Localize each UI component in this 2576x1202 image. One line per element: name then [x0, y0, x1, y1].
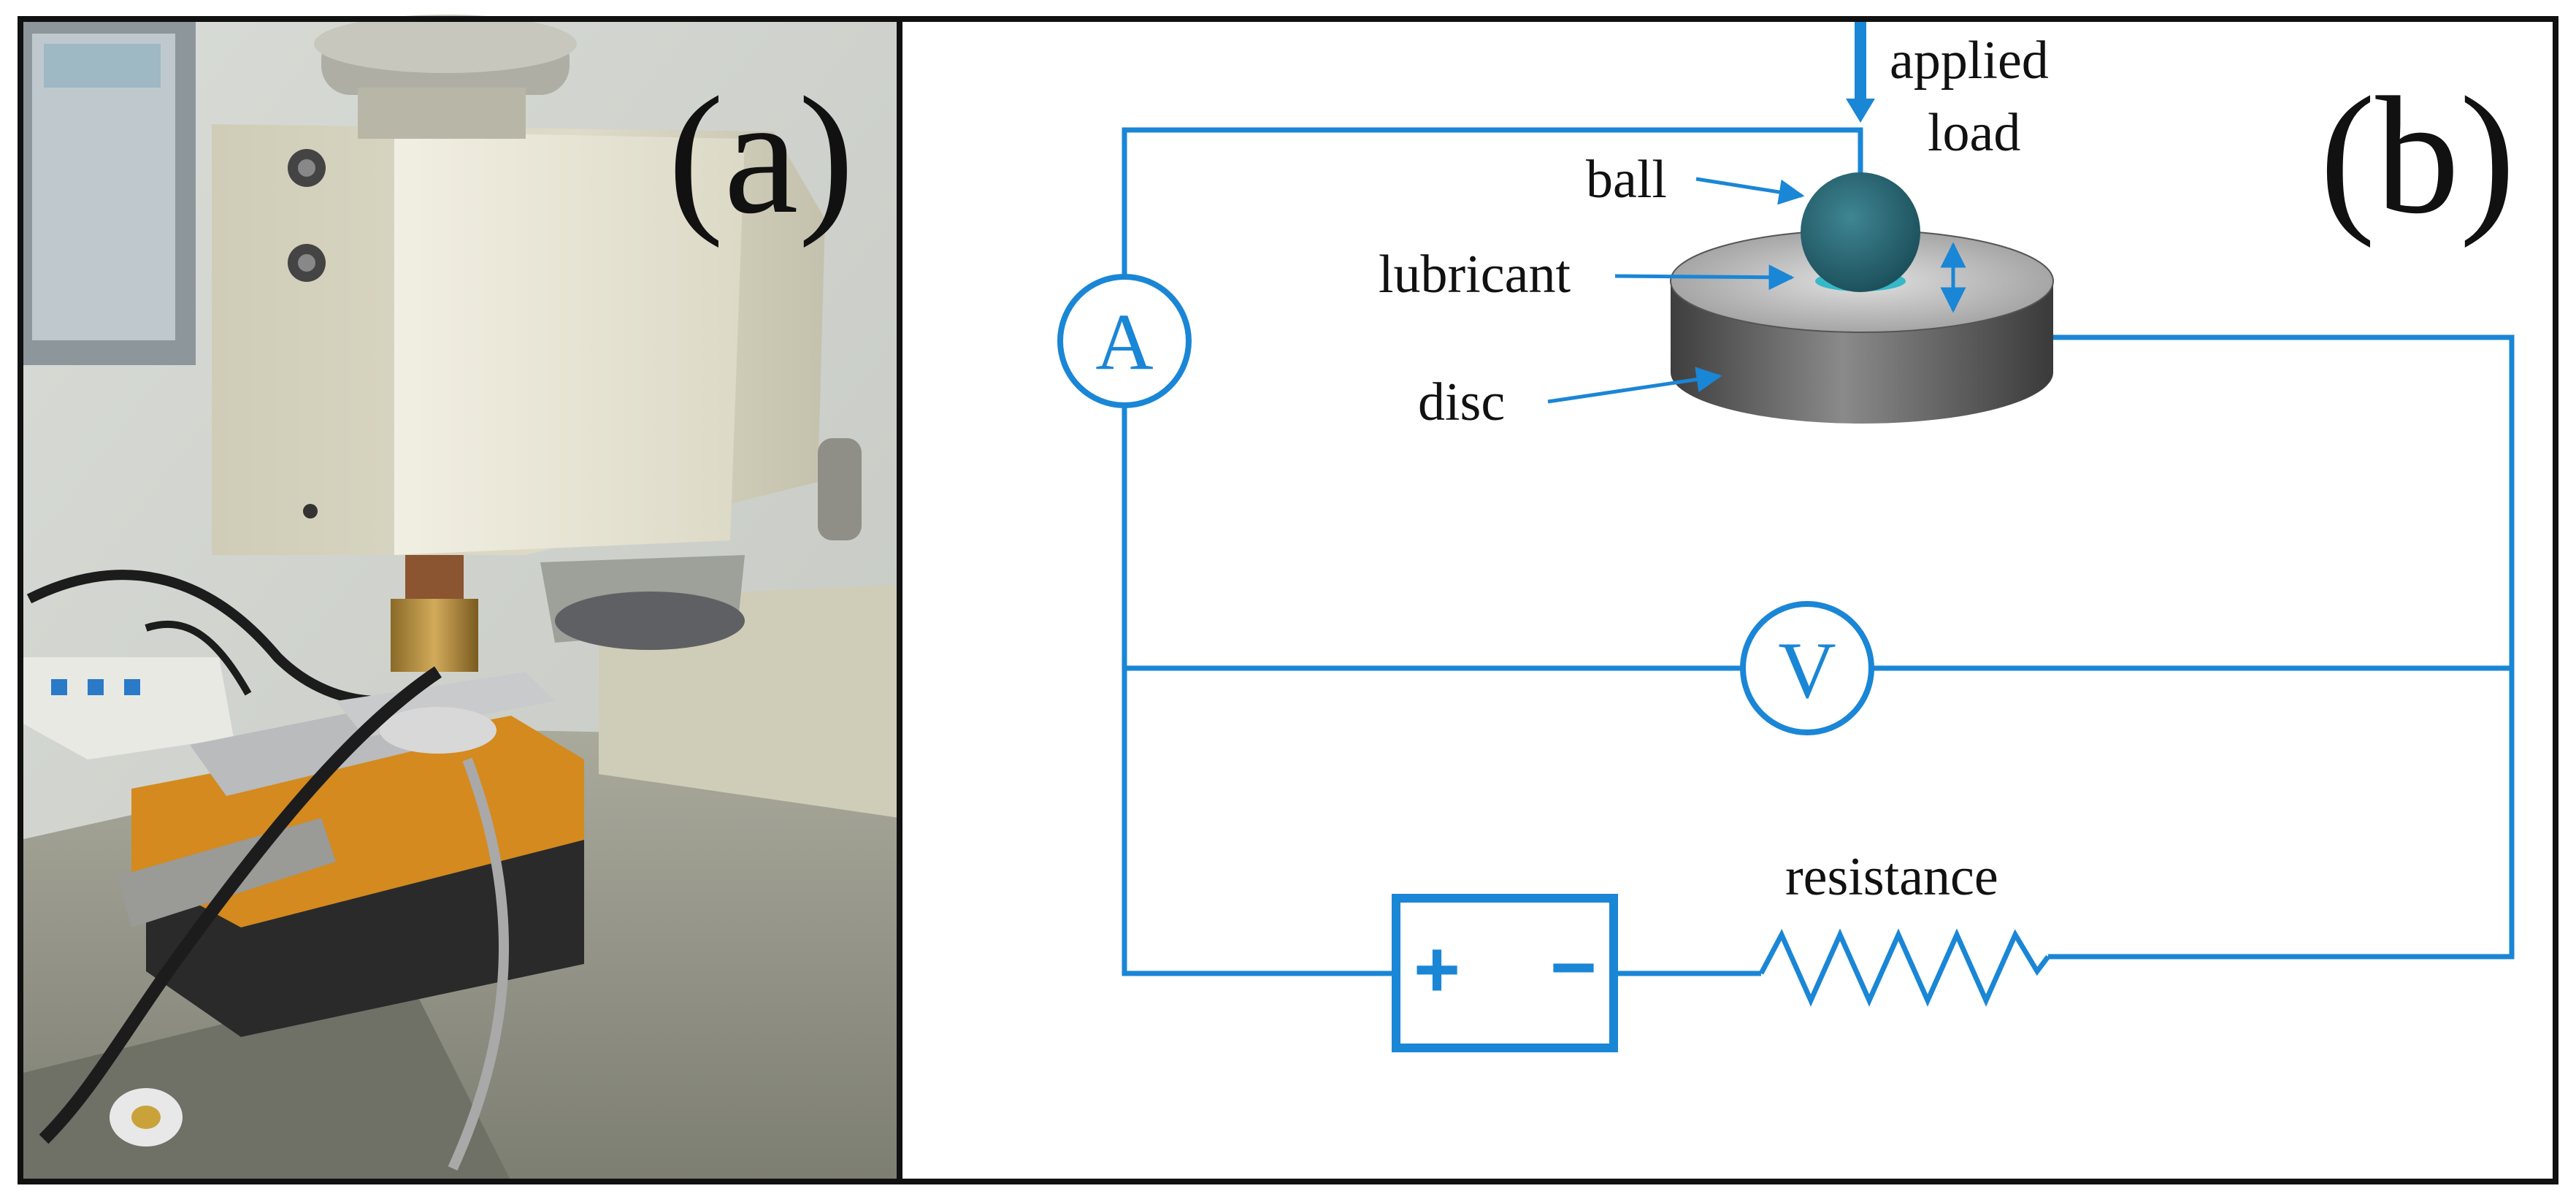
- disc-specimen: [380, 707, 497, 754]
- disc-pointer-arrow: [1547, 367, 1722, 404]
- handle: [117, 818, 336, 927]
- panel-a-label: (a): [668, 62, 854, 248]
- battery-minus: −: [1550, 922, 1597, 1012]
- disc-label: disc: [1418, 372, 1505, 432]
- voltmeter-label: V: [1778, 626, 1836, 715]
- spindle: [405, 555, 464, 606]
- figure-frame: [18, 16, 2558, 1184]
- resistance-label: resistance: [1785, 847, 1998, 907]
- circuit-wires: [1122, 127, 2515, 1007]
- applied-load-label-line2: load: [1928, 103, 2020, 163]
- resistor: [1758, 928, 2050, 1007]
- ball-holder: [391, 599, 478, 672]
- ball: [1801, 172, 1920, 292]
- ball-pointer-arrow: [1695, 177, 1805, 205]
- battery-plus: +: [1414, 925, 1460, 1014]
- side-knob: [818, 438, 862, 540]
- panel-a-photo: (a): [20, 15, 900, 1182]
- lubricant-label: lubricant: [1379, 245, 1571, 305]
- battery: + −: [1392, 894, 1618, 1052]
- power-strip: [22, 657, 234, 759]
- lubricant-pointer-arrow: [1614, 264, 1795, 291]
- ammeter-label: A: [1095, 297, 1153, 386]
- ball-label: ball: [1586, 150, 1667, 210]
- panel-b-diagram: A V + −: [900, 19, 2556, 1182]
- applied-load-arrow: [1846, 22, 1875, 123]
- panel-b-label: (b): [2320, 62, 2515, 248]
- applied-load-label-line1: applied: [1890, 31, 2049, 91]
- ammeter: A: [1057, 274, 1192, 408]
- voltmeter: V: [1740, 601, 1874, 735]
